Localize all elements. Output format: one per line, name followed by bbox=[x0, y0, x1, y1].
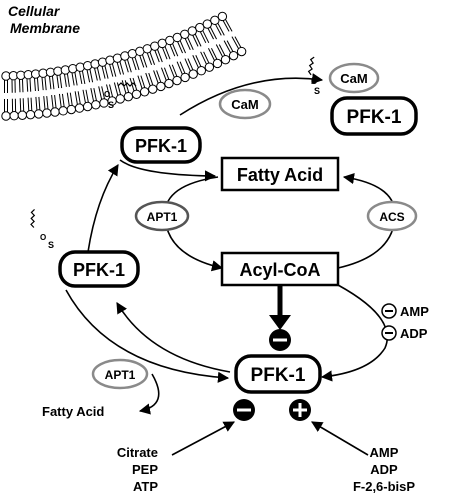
oxygen-released: O bbox=[311, 77, 317, 86]
membrane-label-line1: Cellular bbox=[8, 3, 61, 19]
lipid-head-outer bbox=[99, 98, 109, 108]
activator-amp: AMP bbox=[370, 445, 399, 460]
lipid-head-inner bbox=[217, 11, 228, 22]
lipid-head-outer bbox=[156, 81, 166, 92]
lipid-head-outer bbox=[228, 50, 239, 61]
release-arrow bbox=[179, 73, 324, 116]
lipid-head-outer bbox=[9, 111, 19, 121]
acyl-coa-inhibition-symbol bbox=[269, 329, 291, 351]
amp-inhibitor-label: AMP bbox=[400, 304, 429, 319]
lipid-head-outer bbox=[196, 66, 207, 76]
lipid-head-outer bbox=[131, 89, 142, 99]
acyl-coa-box-label: Acyl-CoA bbox=[239, 260, 320, 280]
cell-membrane-bilayer bbox=[1, 11, 247, 121]
cam-bound-label: CaM bbox=[340, 71, 367, 86]
acs-enzyme: ACS bbox=[366, 200, 418, 232]
pfk-left-node: PFK-1 bbox=[58, 250, 140, 288]
inhibitor-atp: ATP bbox=[133, 479, 158, 494]
inhibitor-pep: PEP bbox=[132, 462, 158, 477]
inhibitor-site-symbol bbox=[233, 399, 255, 421]
pfk-released-node: PFK-1 bbox=[330, 96, 418, 136]
pfk-center-label: PFK-1 bbox=[251, 365, 306, 386]
sulfur-released: S bbox=[314, 86, 320, 96]
lipid-head-inner bbox=[210, 15, 220, 26]
palmitoylation-arrow bbox=[87, 164, 119, 253]
activator-f26bisp: F-2,6-bisP bbox=[353, 479, 415, 494]
fatty-acid-release-arrow bbox=[138, 373, 160, 415]
lipid-head-outer bbox=[25, 109, 36, 120]
activator-arrow bbox=[311, 421, 369, 456]
lipid-head-outer bbox=[91, 100, 101, 110]
lipid-head-outer bbox=[66, 104, 77, 115]
lipid-head-outer bbox=[33, 109, 44, 119]
acyl-coa-inhibition-head bbox=[269, 315, 291, 330]
inhibitor-citrate: Citrate bbox=[117, 445, 158, 460]
depalmitoylation-arrow bbox=[65, 289, 230, 383]
lipid-head-outer bbox=[188, 69, 198, 79]
lipid-head-outer bbox=[139, 87, 150, 97]
pfk-left-label: PFK-1 bbox=[73, 260, 125, 280]
fatty-acid-box-label: Fatty Acid bbox=[237, 165, 323, 185]
amp-adp-arrow bbox=[320, 284, 389, 382]
pfk-membrane-node: PFK-1 bbox=[120, 126, 202, 164]
lipid-head-outer bbox=[204, 62, 215, 72]
lipid-head-inner bbox=[187, 26, 197, 36]
apt1-lower-label: APT1 bbox=[105, 368, 136, 382]
lipid-head-outer bbox=[172, 75, 182, 86]
lipid-head-outer bbox=[115, 94, 125, 104]
lipid-head-inner bbox=[68, 63, 78, 74]
lipid-head-outer bbox=[180, 72, 190, 83]
sulfur-membrane: S bbox=[108, 100, 114, 110]
cam-mid-label: CaM bbox=[231, 97, 258, 112]
lipid-head-outer bbox=[220, 54, 231, 65]
pfk-released-label: PFK-1 bbox=[347, 107, 402, 128]
lipid-head-outer bbox=[74, 103, 85, 113]
adp-minus-symbol bbox=[381, 325, 397, 341]
lipid-head-outer bbox=[123, 91, 134, 102]
lipid-head-inner bbox=[202, 19, 213, 29]
membrane-label-line2: Membrane bbox=[10, 20, 80, 36]
apt1-enzyme-cycle: APT1 bbox=[134, 200, 190, 232]
return-arrow bbox=[116, 302, 231, 373]
lipid-head-outer bbox=[82, 101, 93, 112]
lipid-head-outer bbox=[42, 108, 52, 118]
palmitoyl-group-left bbox=[30, 209, 36, 228]
amp-minus-symbol bbox=[381, 303, 397, 319]
activator-adp: ADP bbox=[370, 462, 398, 477]
lipid-head-outer bbox=[236, 46, 247, 57]
fatty-acid-product-label: Fatty Acid bbox=[42, 404, 104, 419]
inhibitor-arrow bbox=[171, 421, 235, 456]
palmitoyl-group-released bbox=[307, 56, 315, 76]
pfk-center-node: PFK-1 bbox=[234, 354, 322, 394]
lipid-head-inner bbox=[195, 22, 205, 33]
apt1-enzyme-lower: APT1 bbox=[91, 358, 149, 390]
lipid-head-outer bbox=[17, 110, 28, 120]
acs-label: ACS bbox=[379, 210, 404, 224]
pfk-membrane-label: PFK-1 bbox=[135, 136, 187, 156]
sulfur-left: S bbox=[48, 240, 54, 250]
oxygen-membrane: O bbox=[104, 90, 110, 99]
lipid-head-outer bbox=[58, 106, 68, 116]
lipid-head-outer bbox=[164, 78, 174, 89]
fatty-acid-box: Fatty Acid bbox=[220, 156, 340, 192]
cam-enzyme-mid: CaM bbox=[218, 88, 272, 120]
lipid-head-inner bbox=[75, 62, 85, 72]
adp-inhibitor-label: ADP bbox=[400, 326, 428, 341]
apt1-cycle-label: APT1 bbox=[147, 210, 178, 224]
palmitoyl-group-membrane bbox=[117, 82, 137, 87]
lipid-head-outer bbox=[50, 107, 60, 117]
acyl-coa-box: Acyl-CoA bbox=[220, 251, 340, 287]
oxygen-left: O bbox=[40, 233, 46, 242]
lipid-head-outer bbox=[1, 111, 11, 121]
activator-site-symbol bbox=[289, 399, 311, 421]
lipid-head-outer bbox=[148, 84, 158, 94]
to-fatty-acid-arrow bbox=[119, 159, 217, 182]
lipid-head-outer bbox=[212, 58, 223, 69]
cam-enzyme-bound: CaM bbox=[328, 62, 380, 94]
